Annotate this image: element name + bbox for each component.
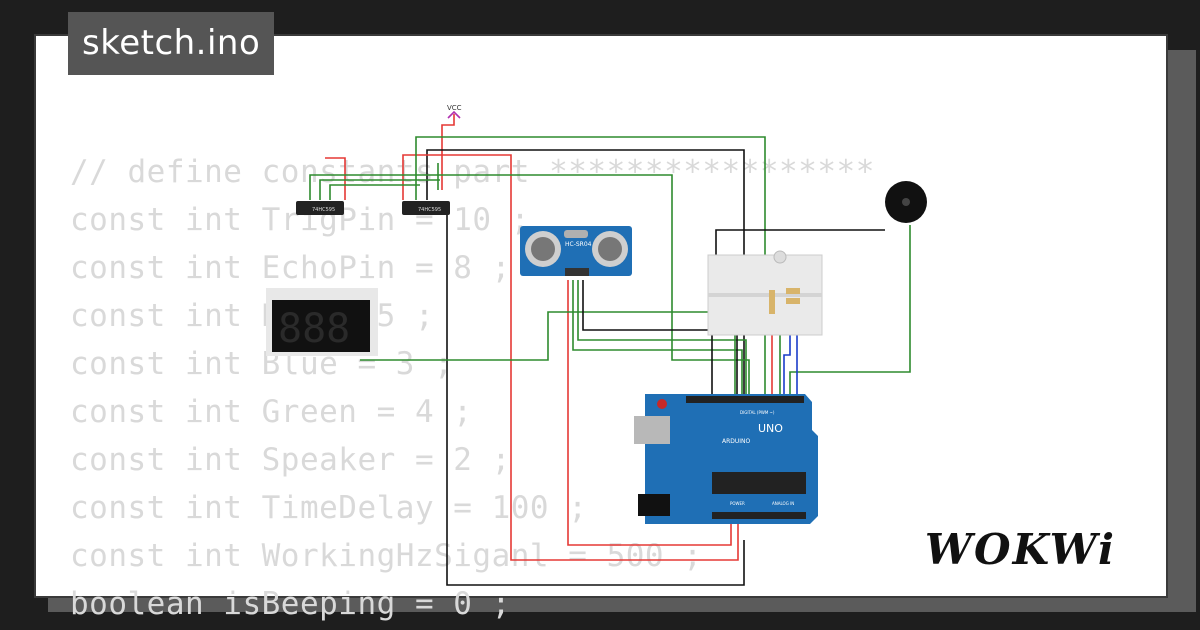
- seven-segment-display[interactable]: 888: [266, 288, 378, 356]
- brand-label: ARDUINO: [722, 438, 751, 445]
- gnd-wire: [582, 280, 738, 400]
- usb-port: [634, 416, 670, 444]
- breadboard[interactable]: [707, 250, 823, 336]
- vcc-symbol: [447, 110, 461, 119]
- digital-label: DIGITAL (PWM ~): [740, 410, 775, 415]
- power-wire: [567, 280, 732, 546]
- speaker-wire: [789, 225, 911, 400]
- code-line: boolean isBeeping = 0 ;: [70, 586, 511, 622]
- code-line: const int Green = 4 ;: [70, 394, 473, 430]
- gnd-wire: [446, 210, 745, 586]
- code-line: const int EchoPin = 8 ;: [70, 250, 511, 286]
- code-line: const int Blue = 3 ;: [70, 346, 454, 382]
- vcc-wire: [441, 114, 455, 190]
- rgb-led-icon: [773, 250, 787, 264]
- resistor-icon: [786, 288, 800, 294]
- signal-wire: [572, 280, 743, 400]
- signal-wire: [329, 184, 420, 200]
- arduino-uno[interactable]: UNO ARDUINO DIGITAL (PWM ~) ANALOG IN PO…: [634, 394, 818, 524]
- vcc-label: VCC: [447, 104, 462, 112]
- code-line: // define constants part ***************…: [70, 154, 875, 190]
- resistor-icon: [769, 290, 775, 314]
- signal-wire: [577, 280, 747, 400]
- code-line: const int TimeDelay = 100 ;: [70, 490, 588, 526]
- analog-header: [712, 512, 806, 519]
- resistor-icon: [786, 298, 800, 304]
- analog-label: ANALOG IN: [772, 501, 794, 506]
- chip-label: 74HC595: [418, 207, 441, 213]
- chip-label: 74HC595: [312, 207, 335, 213]
- blue-led-wire: [783, 320, 791, 400]
- code-line: const int Speaker = 2 ;: [70, 442, 511, 478]
- signal-wire: [309, 174, 750, 400]
- atmega-chip: [712, 472, 806, 494]
- power-label: POWER: [730, 501, 745, 506]
- power-wire: [325, 157, 346, 200]
- buzzer[interactable]: [885, 181, 927, 223]
- display-digits: 888: [278, 306, 350, 352]
- sensor-label: HC-SR04: [565, 241, 592, 248]
- digital-header: [686, 396, 804, 403]
- project-title: sketch.ino: [68, 12, 275, 75]
- signal-wire: [319, 179, 440, 200]
- reset-button[interactable]: [657, 399, 667, 409]
- ultrasonic-sensor[interactable]: HC-SR04: [520, 226, 632, 276]
- signal-wire: [360, 311, 736, 400]
- wokwi-logo: WOKWi: [924, 525, 1116, 574]
- power-jack: [638, 494, 670, 516]
- shift-register-2[interactable]: 74HC595: [402, 201, 450, 215]
- preview-card: // define constants part ***************…: [34, 34, 1168, 622]
- power-wire: [402, 154, 739, 561]
- code-line: const int WorkingHzSiganl = 500 ;: [70, 538, 703, 574]
- board-label: UNO: [758, 422, 783, 435]
- shift-register-1[interactable]: 74HC595: [296, 201, 344, 215]
